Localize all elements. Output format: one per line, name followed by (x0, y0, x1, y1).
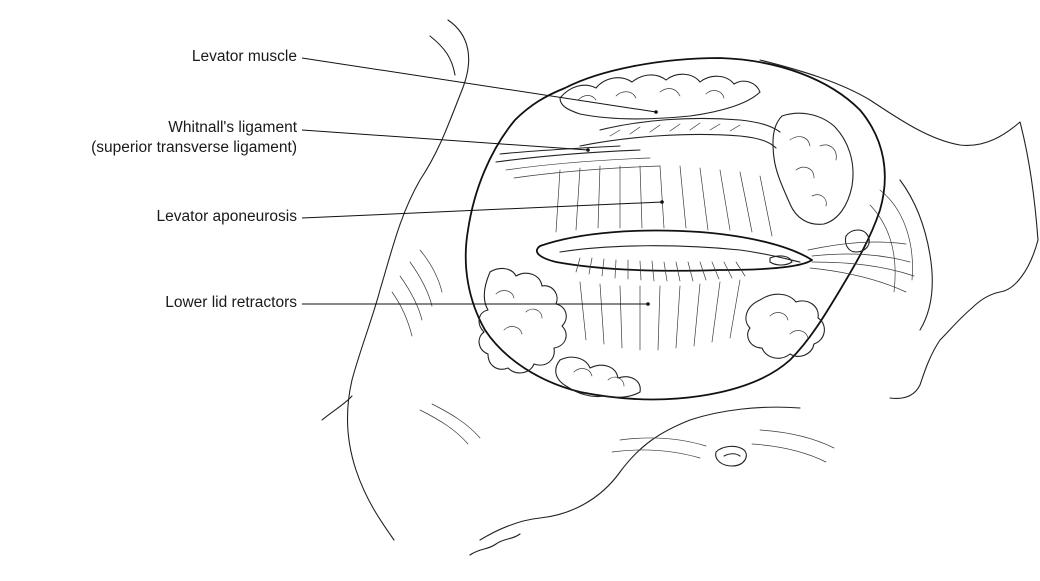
orbital-rim (466, 58, 885, 399)
aponeurosis-fibers (556, 166, 772, 236)
lower-lid-retractor-fibers (580, 280, 740, 350)
label-levator-muscle: Levator muscle (192, 47, 297, 66)
label-whitnall-ligament-subtitle: (superior transverse ligament) (91, 138, 297, 157)
label-levator-aponeurosis: Levator aponeurosis (157, 207, 297, 226)
levator-muscle-band (580, 118, 780, 148)
leader-dot-levator-aponeurosis (660, 200, 664, 204)
leader-levator-aponeurosis (302, 202, 662, 218)
lateral-canthal-fibers (808, 242, 914, 292)
fat-pad-lower (479, 269, 824, 398)
label-lower-lid-retractors: Lower lid retractors (165, 293, 297, 312)
label-whitnall-ligament: Whitnall's ligament (168, 118, 297, 137)
skin-outline-bottom (470, 407, 800, 555)
leader-levator-muscle (302, 58, 656, 112)
leader-dot-levator-muscle (654, 110, 658, 114)
leader-dot-lower-lid-retractors (646, 302, 650, 306)
periorbital-hatching-bottom (612, 430, 834, 462)
fat-pad-upper (560, 74, 760, 119)
whitnall-ligament-fibers (496, 146, 660, 178)
leader-dot-whitnall-ligament (586, 148, 590, 152)
lacrimal-gland (773, 113, 869, 252)
skin-outline-left (322, 20, 469, 540)
